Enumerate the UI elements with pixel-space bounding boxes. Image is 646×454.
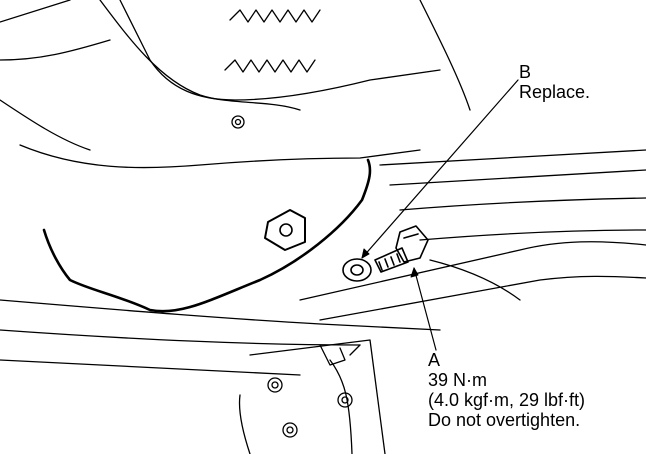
housing-bolt-3 xyxy=(282,422,298,438)
oil-pan-drain-boss xyxy=(264,209,306,251)
crossmember-lines xyxy=(0,149,646,376)
callout-a-torque-alt: (4.0 kgf·m, 29 lbf·ft) xyxy=(428,390,586,410)
leader-arrow-b xyxy=(361,248,370,259)
heat-shield-lower xyxy=(19,144,421,169)
housing-bolt-2 xyxy=(337,392,353,408)
leader-arrow-a xyxy=(410,267,419,278)
oil-pan-boundary xyxy=(42,158,372,313)
transmission-housing xyxy=(238,339,386,454)
leader-line-a xyxy=(413,267,437,351)
exhaust-coil xyxy=(224,9,321,73)
leader-line-b xyxy=(361,79,519,259)
engine-block-outline xyxy=(0,0,471,151)
heat-shield-upper xyxy=(119,0,441,101)
callout-a-letter: A xyxy=(428,350,441,370)
engine-bolt-top xyxy=(231,115,245,129)
housing-ribs xyxy=(319,344,361,366)
callout-drain-bolt: A 39 N·m (4.0 kgf·m, 29 lbf·ft) Do not o… xyxy=(428,350,585,430)
housing-bolt-1 xyxy=(267,377,283,393)
callout-b-note: Replace. xyxy=(519,82,591,102)
drain-washer xyxy=(342,258,372,282)
callout-washer: B Replace. xyxy=(519,62,590,102)
subframe-outline xyxy=(299,241,646,321)
callout-a-torque: 39 N·m xyxy=(428,370,488,390)
callout-b-letter: B xyxy=(519,62,532,82)
drain-bolt xyxy=(374,225,429,273)
callout-a-note: Do not overtighten. xyxy=(428,410,581,430)
